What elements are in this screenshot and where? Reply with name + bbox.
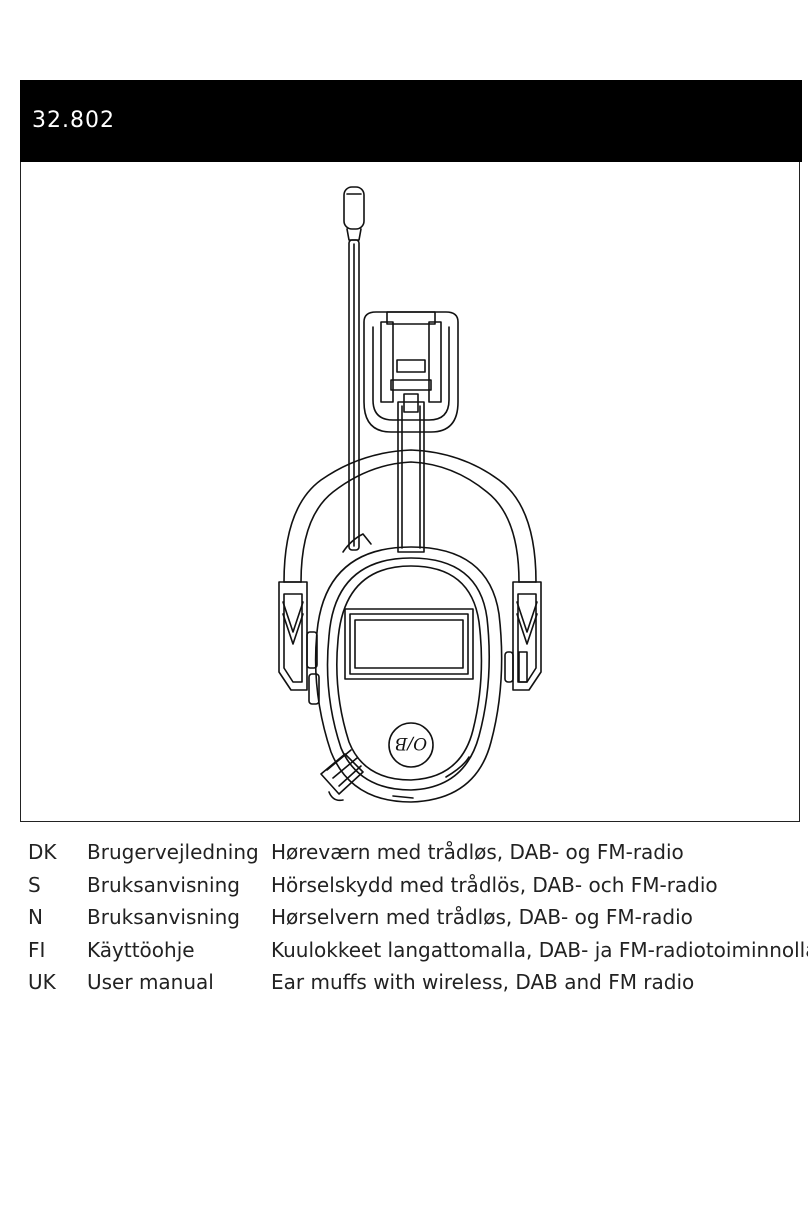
headband-arch <box>283 449 537 583</box>
list-item: S Bruksanvisning Hörselskydd med trådlös… <box>28 869 798 902</box>
language-code: UK <box>28 970 56 994</box>
cup-bottom-detail <box>392 756 470 799</box>
language-code: S <box>28 872 41 897</box>
product-description: Høreværn med trådløs, DAB- og FM-radio <box>271 840 684 864</box>
product-figure-frame: O/B <box>20 162 800 822</box>
model-number: 32.802 <box>32 108 115 133</box>
language-code: DK <box>28 840 57 864</box>
language-code: FI <box>28 937 46 962</box>
headband-clip <box>363 311 459 433</box>
antenna <box>343 186 365 551</box>
ear-muffs-illustration: O/B <box>278 186 542 803</box>
brand-logo: O/B <box>388 722 434 768</box>
logo-text: O/B <box>395 733 427 753</box>
list-item: FI Käyttöohje Kuulokkeet langattomalla, … <box>28 934 808 967</box>
ear-cup <box>314 533 503 803</box>
header-bar: 32.802 <box>20 80 802 162</box>
list-item: DK Brugervejledning Høreværn med trådløs… <box>28 836 798 869</box>
product-description: Hørselvern med trådløs, DAB- og FM-radio <box>271 905 693 929</box>
left-pivot <box>278 581 308 691</box>
manual-title: Bruksanvisning <box>87 872 240 897</box>
language-list: DK Brugervejledning Høreværn med trådløs… <box>28 836 808 999</box>
manual-title: Bruksanvisning <box>87 905 240 929</box>
manual-title: Brugervejledning <box>87 840 259 864</box>
right-pivot <box>512 581 542 691</box>
side-controls <box>306 631 514 705</box>
manual-title: Käyttöohje <box>87 937 195 962</box>
headband-strap <box>397 401 425 553</box>
product-description: Kuulokkeet langattomalla, DAB- ja FM-rad… <box>271 937 808 962</box>
list-item: UK User manual Ear muffs with wireless, … <box>28 966 798 999</box>
list-item: N Bruksanvisning Hørselvern med trådløs,… <box>28 901 798 934</box>
language-code: N <box>28 905 43 929</box>
volume-knob <box>320 749 364 802</box>
product-description: Ear muffs with wireless, DAB and FM radi… <box>271 970 695 994</box>
manual-title: User manual <box>87 970 214 994</box>
product-description: Hörselskydd med trådlös, DAB- och FM-rad… <box>271 872 718 897</box>
display-screen <box>344 608 474 680</box>
